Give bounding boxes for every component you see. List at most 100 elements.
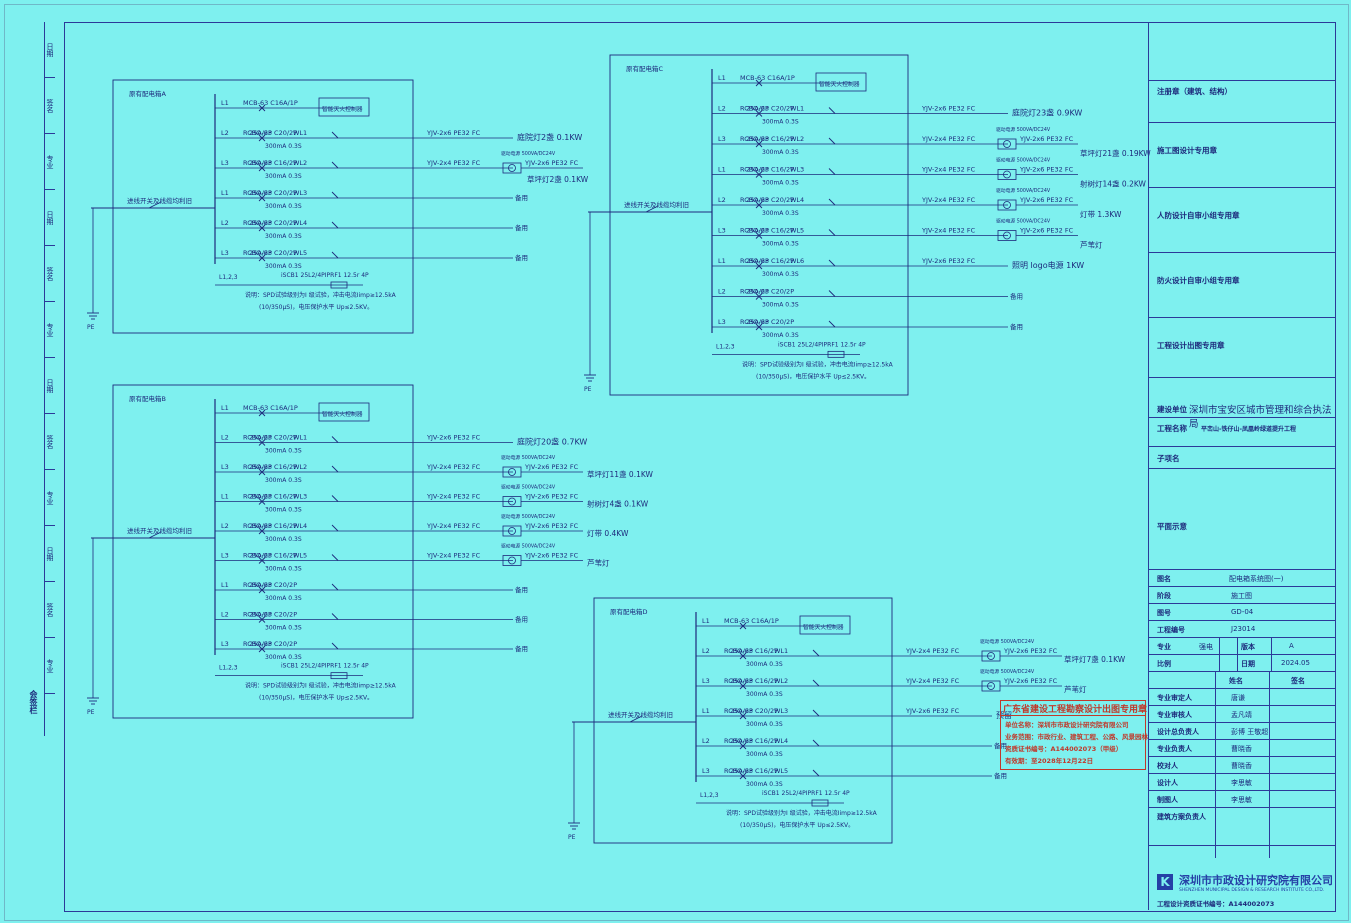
phase-label: L2	[718, 288, 726, 296]
company-name: 深圳市市政设计研究院有限公司	[1179, 874, 1333, 887]
cable-label: YJV-2x4 PE32 FC	[921, 227, 976, 235]
breaker-label: RCBO-63 C16/2P	[724, 647, 778, 655]
load-label: 庭院灯2盏 0.1KW	[517, 132, 582, 142]
controller-label: 智能灭火控制器	[322, 105, 363, 113]
breaker-label: RCBO-63 C16/2P	[740, 135, 794, 143]
breaker-mark	[755, 79, 763, 87]
rcd-label: 300mA 0.3S	[265, 595, 302, 602]
breaker-mark	[739, 682, 747, 690]
breaker-label: RCBO-63 C20/2P	[243, 219, 297, 227]
rcd-label: 300mA 0.3S	[265, 477, 302, 484]
phase-label: L3	[221, 640, 229, 648]
role-label: 校对人	[1157, 762, 1178, 770]
spd-label: iSCB1 25L2/4PIPRF1 12.5r 4P	[762, 790, 850, 797]
spd-note: 说明：SPD试验级别为I 级试验，冲击电流Iimp≥12.5kA	[245, 682, 397, 690]
breaker-label: RCBO-63 C16/2P	[243, 522, 297, 530]
load-label: 芦苇灯	[1080, 240, 1103, 250]
breaker-label: RCBO-63 C16/2P	[243, 159, 297, 167]
contactor-mark	[331, 524, 339, 532]
rcd-label: 300mA 0.3S	[746, 781, 783, 788]
breaker-label: RCBO-63 C20/2P	[243, 249, 297, 257]
load-label: 射树灯14盏 0.2KW	[1080, 179, 1147, 189]
contactor-label: 25A/2P	[249, 249, 272, 257]
role-label: 制图人	[1157, 796, 1178, 804]
rcd-label: 300mA 0.3S	[265, 507, 302, 514]
rcd-label: 300mA 0.3S	[762, 241, 799, 248]
stamp-line: 有效期：至2028年12月22日	[1005, 757, 1094, 765]
spd-note: (10/350μS)，电压保护水平 Up≤2.5KV。	[259, 694, 373, 702]
panel-outline	[112, 384, 414, 719]
phase-label: L3	[718, 318, 726, 326]
client-name: 深圳市宝安区城市管理和综合执法局	[1189, 405, 1332, 430]
cable-label: YJV-2x4 PE32 FC	[426, 522, 481, 530]
breaker-mark	[739, 742, 747, 750]
contactor-label: 25A/2P	[746, 288, 769, 296]
contactor-mark	[331, 131, 339, 139]
spd-note: 说明：SPD试验级别为I 级试验，冲击电流Iimp≥12.5kA	[245, 291, 397, 299]
outlet-label: WL5	[790, 227, 804, 235]
incoming-switch	[148, 201, 162, 209]
contactor-label: 25A/2P	[249, 640, 272, 648]
cable-label: YJV-2x6 PE32 FC	[1019, 135, 1074, 143]
load-label: 射树灯4盏 0.1KW	[587, 499, 649, 509]
contactor-mark	[828, 290, 836, 297]
breaker-mark	[258, 557, 266, 564]
contactor-mark	[828, 229, 836, 236]
controller-label: 智能灭火控制器	[819, 80, 860, 88]
breaker-mark	[755, 232, 763, 239]
signoff-cell: 日期	[45, 526, 55, 582]
phase-label: L2	[221, 434, 229, 442]
contactor-label: 25A/2P	[249, 552, 272, 560]
breaker-mark	[258, 134, 266, 142]
incoming-switch	[148, 531, 162, 539]
cable-label: YJV-2x6 PE32 FC	[426, 434, 481, 442]
contactor-label: 25A/2P	[730, 647, 753, 655]
project-label: 工程名称	[1157, 424, 1187, 433]
incoming-switch	[645, 205, 659, 213]
client-row: 建设单位 深圳市宝安区城市管理和综合执法局	[1149, 377, 1335, 430]
contactor-label: 25A/2P	[730, 767, 753, 775]
load-label: 灯带 1.3KW	[1080, 209, 1122, 219]
breaker-label: RCBO-63 C16/2P	[243, 493, 297, 501]
contactor-mark	[828, 198, 836, 206]
contactor-label: 25A/2P	[249, 581, 272, 589]
outlet-label: WL2	[790, 135, 804, 143]
phase-label: L2	[702, 737, 710, 745]
signoff-cell: 签名	[45, 582, 55, 638]
phase-label: L2	[221, 522, 229, 530]
phase-label: L1	[718, 74, 726, 82]
breaker-label: RCBO-63 C20/2P	[243, 581, 297, 589]
load-label: 备用	[515, 644, 528, 653]
signoff-cell: 签名	[45, 414, 55, 470]
panel-outline	[112, 79, 414, 334]
client-label: 建设单位	[1157, 405, 1187, 414]
load-label: 备用	[515, 193, 528, 202]
breaker-label: RCBO-63 C16/2P	[740, 166, 794, 174]
driver-label: 驱动电源 500VA/DC24V	[501, 484, 556, 491]
controller-box	[799, 615, 851, 635]
rcd-label: 300mA 0.3S	[265, 566, 302, 573]
driver-label: 驱动电源 500VA/DC24V	[996, 157, 1051, 164]
signoff-cell: 专业	[45, 470, 55, 526]
phase-label: L1	[718, 257, 726, 265]
role-label: 专业审定人	[1157, 694, 1192, 702]
breaker-mark	[739, 712, 747, 720]
spd-note: (10/350μS)，电压保护水平 Up≤2.5KV。	[756, 372, 870, 380]
outer-border	[4, 4, 1349, 921]
rcd-label: 300mA 0.3S	[762, 271, 799, 278]
outlet-label: WL2	[293, 159, 307, 167]
rcd-label: 300mA 0.3S	[265, 203, 302, 210]
signoff-cell: 专业	[45, 638, 55, 694]
contactor-label: 25A/2P	[249, 219, 272, 227]
cable-label: YJV-2x6 PE32 FC	[524, 463, 579, 471]
driver-label: 驱动电源 500VA/DC24V	[996, 218, 1051, 225]
contactor-mark	[331, 221, 339, 229]
phase-label: L2	[718, 196, 726, 204]
load-label: 备用	[1010, 292, 1023, 301]
phase-label: L3	[718, 135, 726, 143]
load-label: 芦苇灯	[587, 558, 610, 568]
contactor-label: 25A/2P	[249, 463, 272, 471]
company-row: K 深圳市市政设计研究院有限公司 SHENZHEN MUNICIPAL DESI…	[1149, 845, 1335, 910]
signoff-cell: 日期	[45, 358, 55, 414]
